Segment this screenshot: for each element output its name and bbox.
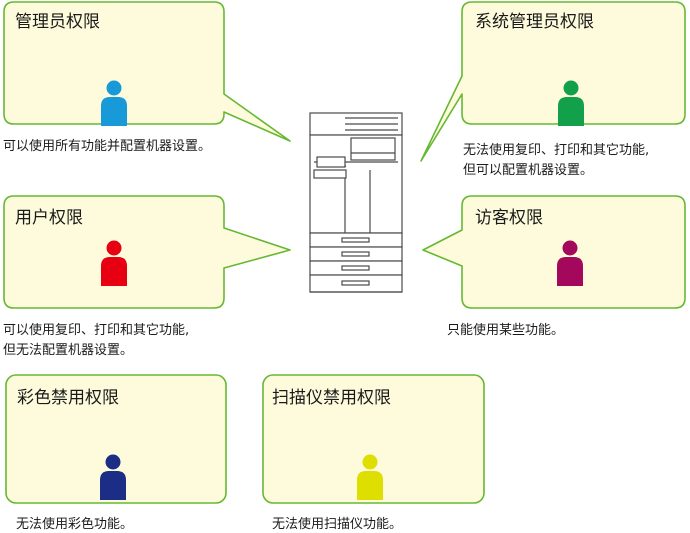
role-desc-scanner-ban: 无法使用扫描仪功能。	[272, 516, 402, 532]
role-sysadmin: 系统管理员权限 无法使用复印、打印和其它功能, 但可以配置机器设置。	[420, 1, 686, 178]
person-icon	[100, 454, 126, 500]
callout-sysadmin	[420, 1, 686, 162]
role-guest: 访客权限 只能使用某些功能。	[422, 195, 686, 338]
role-title-user: 用户权限	[15, 208, 83, 228]
role-title-guest: 访客权限	[475, 208, 543, 228]
role-desc-admin: 可以使用所有功能并配置机器设置。	[3, 138, 211, 154]
callout-guest	[422, 195, 686, 309]
role-title-scanner-ban: 扫描仪禁用权限	[272, 388, 391, 408]
role-desc-user-line2: 但无法配置机器设置。	[3, 343, 133, 358]
role-desc-guest: 只能使用某些功能。	[447, 322, 564, 338]
role-scanner-ban: 扫描仪禁用权限 无法使用扫描仪功能。	[262, 374, 485, 532]
printer-icon	[309, 112, 403, 293]
role-color-ban: 彩色禁用权限 无法使用彩色功能。	[5, 374, 227, 532]
role-title-admin: 管理员权限	[15, 12, 100, 32]
person-icon	[101, 240, 127, 286]
role-title-sysadmin: 系统管理员权限	[475, 12, 594, 32]
person-icon	[558, 80, 584, 126]
callout-admin	[3, 1, 291, 142]
person-icon	[557, 240, 583, 286]
role-admin: 管理员权限 可以使用所有功能并配置机器设置。	[3, 1, 291, 154]
person-icon	[357, 454, 383, 500]
role-desc-sysadmin-line1: 无法使用复印、打印和其它功能,	[463, 142, 649, 158]
role-title-color-ban: 彩色禁用权限	[17, 388, 119, 408]
callout-user	[3, 195, 291, 309]
role-desc-sysadmin-line2: 但可以配置机器设置。	[463, 163, 593, 178]
callout-scanner-ban	[262, 374, 485, 504]
role-desc-user-line1: 可以使用复印、打印和其它功能,	[3, 322, 189, 338]
role-desc-color-ban: 无法使用彩色功能。	[16, 516, 133, 532]
role-user: 用户权限 可以使用复印、打印和其它功能, 但无法配置机器设置。	[3, 195, 291, 358]
callout-color-ban	[5, 374, 227, 504]
person-icon	[101, 80, 127, 126]
